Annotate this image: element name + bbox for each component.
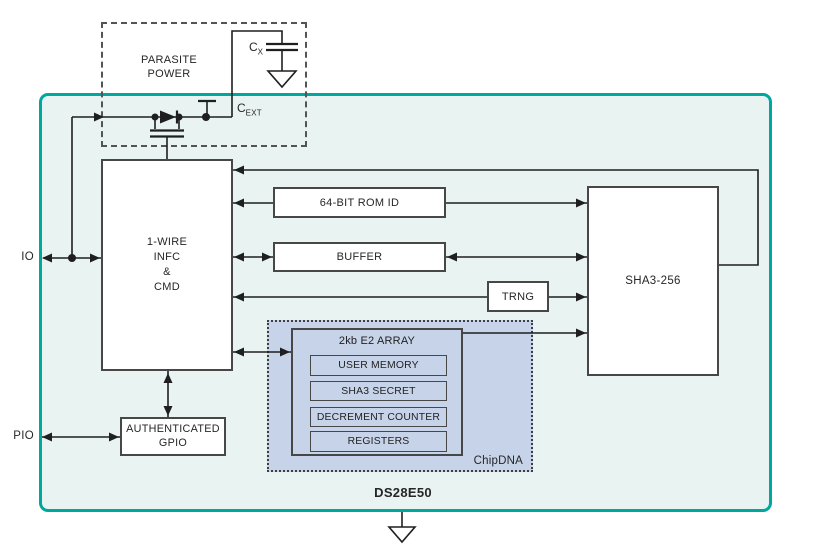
- arrowhead: [42, 432, 52, 442]
- block-label: CMD: [154, 281, 180, 293]
- cext-label-main: C: [237, 101, 246, 115]
- array-row-registers: REGISTERS: [310, 431, 447, 452]
- cext-label: CEXT: [237, 101, 262, 117]
- arrowhead: [262, 252, 272, 262]
- wire-sha3-feedback: [233, 169, 759, 266]
- arrowhead: [576, 252, 586, 262]
- block-label: 64-BIT ROM ID: [319, 196, 400, 209]
- block-64bit-rom-id: 64-BIT ROM ID: [273, 187, 446, 218]
- block-label: &: [163, 266, 171, 278]
- arrowhead: [576, 292, 586, 302]
- wire-cx-branch: [231, 30, 283, 117]
- pin-label-io: IO: [21, 251, 34, 263]
- block-1wire-infc-cmd: 1-WIRE INFC & CMD: [101, 159, 233, 371]
- block-label: 1-WIRE: [146, 236, 188, 248]
- junction-dot: [68, 254, 76, 262]
- block-label: TRNG: [501, 290, 535, 303]
- arrowhead: [447, 252, 457, 262]
- cext-label-sub: EXT: [245, 108, 262, 118]
- arrowhead: [163, 373, 173, 383]
- junction-dot: [175, 113, 183, 121]
- arrowhead: [576, 198, 586, 208]
- block-2kb-e2-array: 2kb E2 ARRAY USER MEMORY SHA3 SECRET DEC…: [291, 328, 463, 456]
- junction-dot: [151, 113, 159, 121]
- arrowhead: [234, 252, 244, 262]
- array-row-decrement-counter: DECREMENT COUNTER: [310, 407, 447, 427]
- arrowhead: [234, 165, 244, 175]
- arrowhead: [94, 112, 104, 122]
- arrowhead: [42, 253, 52, 263]
- chip-name-label: DS28E50: [374, 485, 432, 500]
- ground-icon-bottom: [387, 526, 417, 544]
- block-label: BUFFER: [336, 251, 383, 263]
- arrowhead: [576, 328, 586, 338]
- junction-dot: [202, 113, 210, 121]
- arrowhead: [90, 253, 100, 263]
- block-label: INFC: [153, 251, 181, 263]
- cx-label-main: C: [249, 40, 258, 54]
- block-buffer: BUFFER: [273, 242, 446, 272]
- arrowhead: [234, 292, 244, 302]
- arrowhead: [280, 347, 290, 357]
- mosfet-icon: [150, 117, 184, 160]
- array-row-sha3-secret: SHA3 SECRET: [310, 381, 447, 401]
- arrowhead: [234, 347, 244, 357]
- parasite-power-label: PARASITE POWER: [128, 53, 210, 81]
- block-authenticated-gpio: AUTHENTICATED GPIO: [120, 417, 226, 456]
- pin-label-pio: PIO: [13, 430, 34, 442]
- ground-icon-top: [266, 70, 298, 89]
- capacitor-cx-icon: [266, 42, 298, 52]
- block-label: AUTHENTICATED: [126, 423, 220, 435]
- diode-icon: [160, 110, 176, 124]
- cx-label-sub: X: [257, 47, 264, 57]
- array-row-user-memory: USER MEMORY: [310, 355, 447, 376]
- chipdna-label: ChipDNA: [473, 455, 523, 467]
- parasite-power-box: [101, 22, 307, 147]
- arrowhead: [163, 406, 173, 416]
- arrowhead: [109, 432, 119, 442]
- block-trng: TRNG: [487, 281, 549, 312]
- parasite-power-line2: POWER: [147, 68, 191, 80]
- block-sha3-256: SHA3-256: [587, 186, 719, 376]
- arrowhead: [234, 198, 244, 208]
- cx-label: CX: [249, 40, 263, 56]
- parasite-power-line1: PARASITE: [141, 54, 197, 66]
- block-label: GPIO: [158, 436, 188, 449]
- block-label: SHA3-256: [625, 275, 681, 287]
- array-title: 2kb E2 ARRAY: [338, 335, 416, 347]
